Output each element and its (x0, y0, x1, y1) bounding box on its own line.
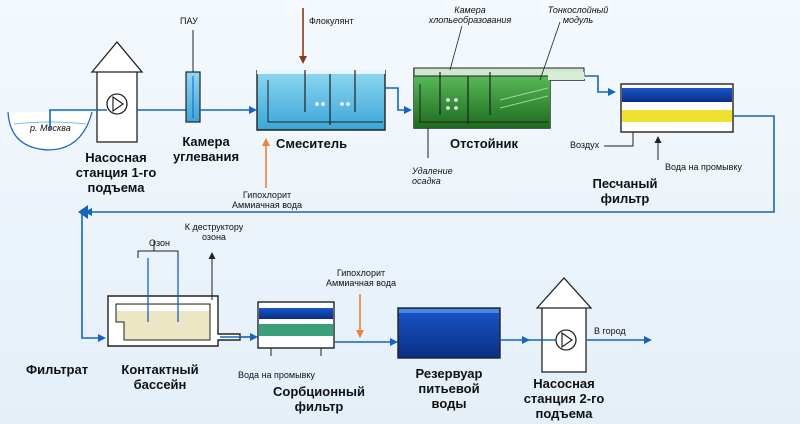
floc-chamber-label: Камера хлопьеобразования (428, 5, 512, 25)
thin-layer-module-label: Тонкослойный модуль (547, 5, 609, 25)
reservoir-label: Резервуар питьевой воды (415, 366, 483, 411)
sand-filter-label: Песчаный фильтр (592, 176, 658, 206)
hypochlorite-label-2: Гипохлорит Аммиачная вода (326, 268, 396, 288)
wash-water-label-1: Вода на промывку (665, 162, 742, 172)
settler (413, 67, 585, 129)
filtrate-label: Фильтрат (26, 362, 89, 377)
ozone-destructor-label: К деструктору озона (184, 222, 244, 242)
mixer (256, 70, 386, 131)
sludge-removal-label: Удаление осадка (412, 166, 453, 186)
air-label: Воздух (570, 140, 600, 150)
sand-filter (620, 83, 734, 133)
flocculant-label: Флокулянт (309, 16, 354, 26)
carbon-chamber-label: Камера углевания (172, 134, 240, 164)
sorption-filter (257, 301, 335, 356)
contact-basin-label: Контактный бассейн (121, 362, 199, 392)
carbon-chamber (185, 71, 201, 123)
wash-water-label-2: Вода на промывку (238, 370, 315, 380)
ozone-label: Озон (149, 238, 171, 248)
pump-station-1-label: Насосная станция 1-го подъема (75, 150, 157, 195)
sorption-filter-label: Сорбционный фильтр (272, 384, 366, 414)
pump-station-2-label: Насосная станция 2-го подъема (523, 376, 605, 421)
reservoir (397, 307, 501, 359)
pau-label: ПАУ (180, 16, 198, 26)
mixer-label: Смеситель (276, 136, 348, 151)
pump-station-2 (535, 277, 593, 373)
river-label: р. Москва (30, 123, 71, 133)
contact-basin (107, 295, 241, 347)
settler-label: Отстойник (450, 136, 519, 151)
to-city-label: В город (594, 326, 626, 336)
pump-station-1 (90, 40, 144, 143)
hypochlorite-label-1: Гипохлорит Аммиачная вода (232, 190, 302, 210)
